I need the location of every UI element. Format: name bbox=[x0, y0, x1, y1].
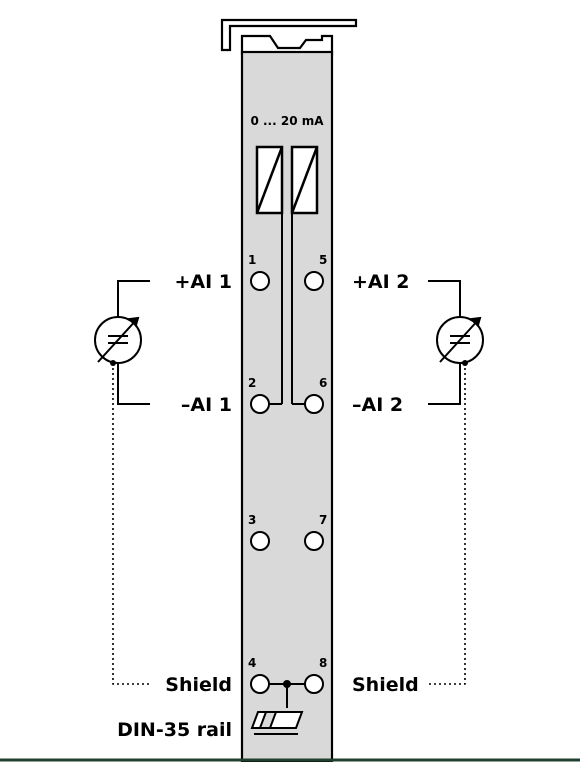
label-shield-left: Shield bbox=[165, 674, 232, 696]
label-minus-ai2: –AI 2 bbox=[352, 394, 403, 416]
label-plus-ai1: +AI 1 bbox=[174, 271, 232, 293]
label-shield-right: Shield bbox=[352, 674, 419, 696]
terminal-3[interactable]: 3 bbox=[248, 513, 270, 551]
module-top-clip bbox=[220, 18, 358, 52]
label-minus-ai1: –AI 1 bbox=[181, 394, 232, 416]
terminal-4[interactable]: 4 bbox=[248, 656, 270, 694]
module-top-notch bbox=[240, 34, 334, 55]
terminal-8[interactable]: 8 bbox=[304, 656, 327, 694]
left-circuit-wiring bbox=[117, 280, 150, 405]
current-sensor-icon bbox=[94, 316, 142, 364]
shield-junction bbox=[283, 680, 291, 688]
terminal-4-number: 4 bbox=[248, 656, 256, 670]
terminal-6[interactable]: 6 bbox=[304, 376, 327, 414]
right-circuit-wiring bbox=[428, 280, 461, 405]
left-shield-line bbox=[112, 363, 150, 685]
terminal-7[interactable]: 7 bbox=[304, 513, 327, 551]
right-shield-line bbox=[428, 363, 466, 685]
terminal-1[interactable]: 1 bbox=[248, 253, 270, 291]
terminal-5[interactable]: 5 bbox=[304, 253, 327, 291]
current-sensor-icon bbox=[436, 316, 484, 364]
terminal-5-number: 5 bbox=[319, 253, 327, 267]
terminal-2[interactable]: 2 bbox=[248, 376, 270, 414]
label-plus-ai2: +AI 2 bbox=[352, 271, 410, 293]
terminal-6-number: 6 bbox=[319, 376, 327, 390]
terminal-7-number: 7 bbox=[319, 513, 327, 527]
converter-icon bbox=[255, 145, 319, 215]
range-label: 0 ... 20 mA bbox=[250, 114, 324, 128]
terminal-3-number: 3 bbox=[248, 513, 256, 527]
din-rail-icon bbox=[250, 711, 304, 735]
terminal-8-number: 8 bbox=[319, 656, 327, 670]
label-din-rail: DIN-35 rail bbox=[117, 719, 232, 741]
terminal-2-number: 2 bbox=[248, 376, 256, 390]
terminal-1-number: 1 bbox=[248, 253, 256, 267]
